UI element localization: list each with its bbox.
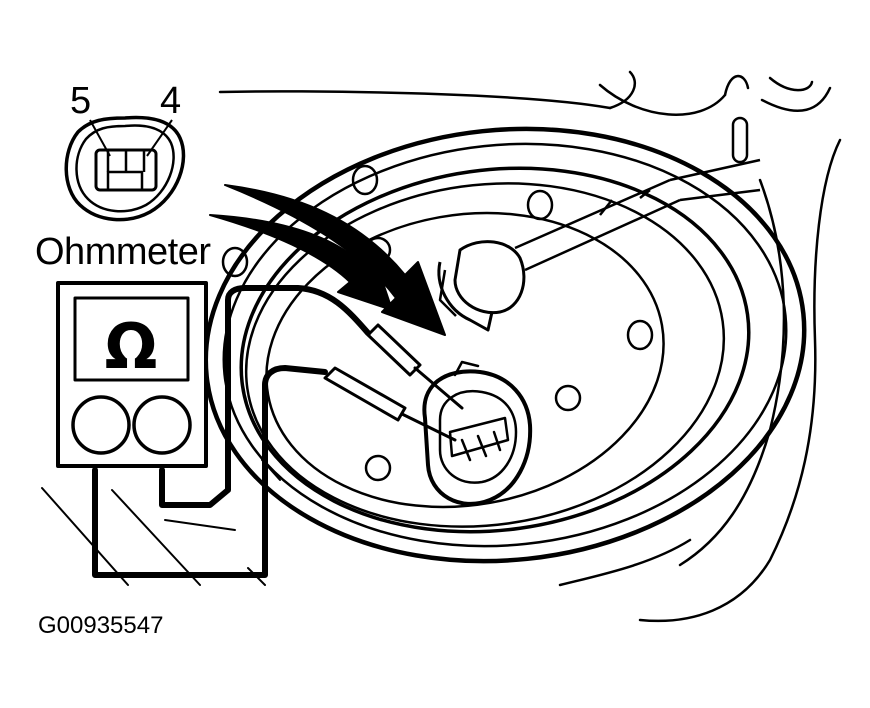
pump-connector <box>422 360 533 506</box>
test-probes <box>323 323 464 442</box>
pin-5-label: 5 <box>70 80 92 122</box>
ohmmeter <box>56 281 208 468</box>
hatching <box>41 459 281 586</box>
figure-id: G00935547 <box>38 612 164 639</box>
arrow-icon <box>209 184 446 336</box>
ohm-icon: Ω <box>105 310 158 383</box>
ohmmeter-label: Ohmmeter <box>35 231 211 273</box>
fuel-pipe <box>437 158 761 332</box>
pin-pointers <box>89 119 173 157</box>
pump-flange <box>203 126 807 564</box>
vehicle-background <box>218 70 842 623</box>
pin-4-label: 4 <box>160 80 182 122</box>
meter-leads <box>92 285 371 578</box>
connector-pinout-icon <box>64 115 186 222</box>
